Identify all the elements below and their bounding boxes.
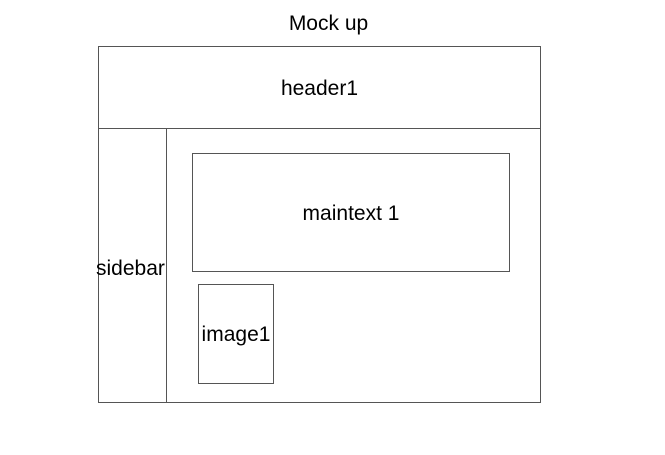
diagram-title: Mock up <box>288 12 369 35</box>
header-label: header1 <box>280 77 359 100</box>
sidebar-label: sidebar <box>96 258 165 279</box>
page-frame <box>98 46 541 403</box>
image-box <box>198 284 274 384</box>
sidebar-divider <box>166 128 167 403</box>
maintext-label: maintext 1 <box>302 202 400 225</box>
header-divider <box>98 128 541 129</box>
image-label: image1 <box>201 323 271 346</box>
maintext-box <box>192 153 510 272</box>
